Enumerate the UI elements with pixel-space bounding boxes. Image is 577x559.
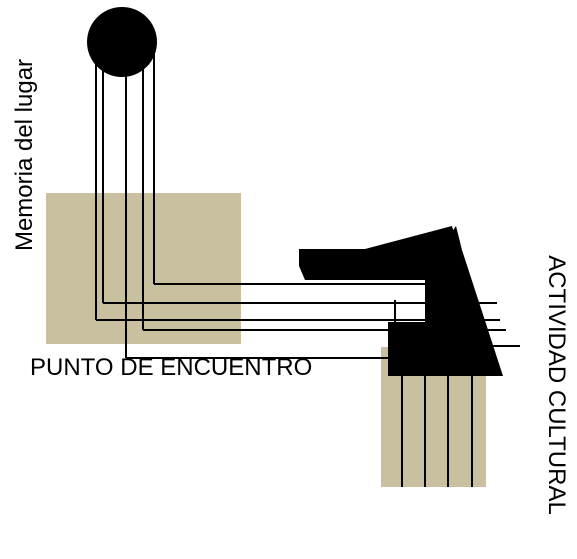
memoria-circle xyxy=(87,7,157,77)
memoria-lines xyxy=(95,42,155,358)
memoria-label: Memoria del lugar xyxy=(11,58,38,252)
encuentro-top-shape xyxy=(299,226,462,280)
actividad-lines xyxy=(401,370,473,487)
connector-lines xyxy=(96,283,520,359)
punto-label: PUNTO DE ENCUENTRO xyxy=(30,354,313,381)
actividad-label: ACTIVIDAD CULTURAL xyxy=(543,255,570,515)
encuentro-main-shape xyxy=(388,226,503,376)
